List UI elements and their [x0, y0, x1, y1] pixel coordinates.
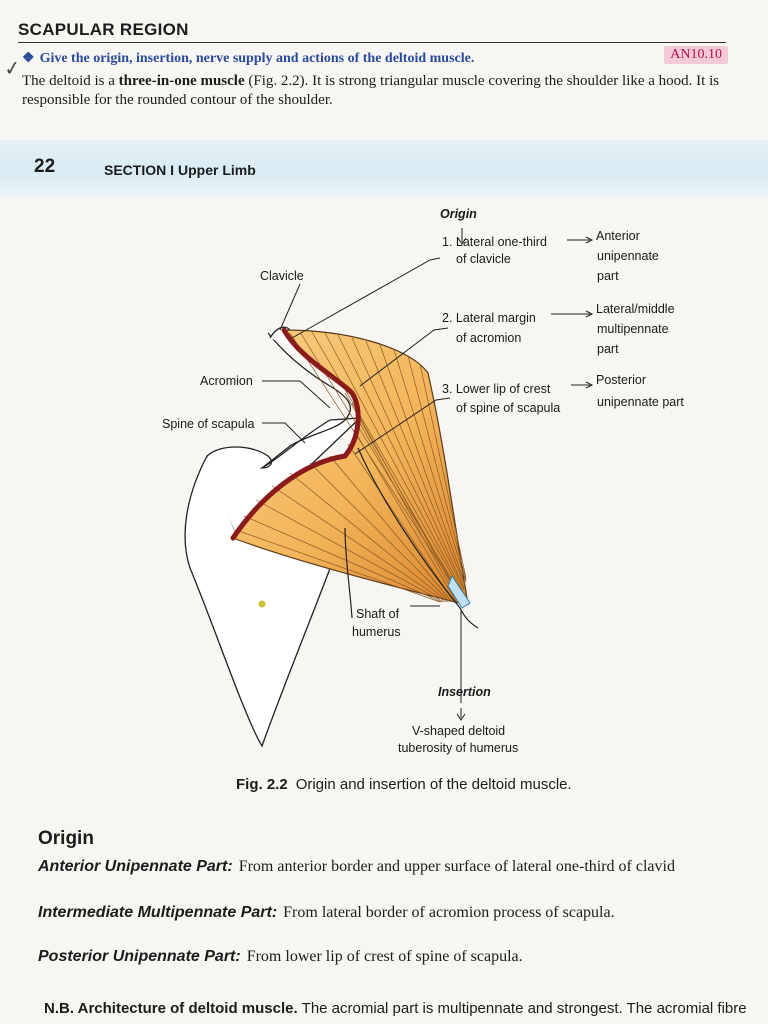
- part-1-label-1: Anterior: [596, 229, 640, 243]
- spine-of-scapula-label: Spine of scapula: [162, 417, 255, 431]
- question-line: ❖ Give the origin, insertion, nerve suppl…: [22, 46, 728, 67]
- page-number: 22: [34, 156, 56, 177]
- part-2-label-2: multipennate: [597, 322, 669, 336]
- origin-1-label-1: 1. Lateral one-third: [442, 235, 547, 249]
- origin-row-posterior: Posterior Unipennate Part: From lower lip…: [38, 948, 768, 966]
- part-2-label-1: Lateral/middle: [596, 302, 675, 316]
- muscle-fibres: [235, 331, 467, 603]
- acromion-label: Acromion: [200, 374, 253, 388]
- origin-row-text: From anterior border and upper surface o…: [238, 858, 675, 875]
- figure-number: Fig. 2.2: [236, 776, 288, 793]
- origin-row-term: Anterior Unipennate Part:: [38, 858, 233, 875]
- stray-mark: [258, 600, 266, 608]
- insertion-title: Insertion: [438, 685, 491, 699]
- nb-text: The acromial part is multipennate and st…: [301, 1000, 747, 1017]
- origin-row-term: Posterior Unipennate Part:: [38, 948, 241, 965]
- check-mark-icon: ✓: [2, 56, 23, 82]
- section-name: Upper Limb: [178, 162, 256, 178]
- intro-text-end: (Fig. 2.2). It is strong triangular musc…: [22, 73, 720, 108]
- part-2-label-3: part: [597, 342, 619, 356]
- deltoid-illustration: [184, 228, 594, 748]
- question-text: Give the origin, insertion, nerve supply…: [39, 51, 475, 66]
- figure-caption: Fig. 2.2 Origin and insertion of the delt…: [236, 776, 572, 793]
- part-3-label-1: Posterior: [596, 373, 647, 387]
- nb-bold-title: N.B. Architecture of deltoid muscle.: [44, 1000, 298, 1017]
- nb-paragraph: N.B. Architecture of deltoid muscle.The …: [44, 1000, 768, 1017]
- origin-row-text: From lower lip of crest of spine of scap…: [246, 948, 523, 965]
- competency-badge: AN10.10: [664, 46, 728, 64]
- origin-row-text: From lateral border of acromion process …: [283, 904, 615, 921]
- origin-2-label-1: 2. Lateral margin: [442, 311, 536, 325]
- leader-lines: [262, 228, 594, 721]
- origin-title: Origin: [440, 207, 477, 221]
- figure-caption-text: Origin and insertion of the deltoid musc…: [295, 776, 572, 793]
- origin-3-label-2: of spine of scapula: [456, 401, 561, 415]
- origin-heading: Origin: [38, 828, 94, 849]
- insertion-label-1: V-shaped deltoid: [412, 724, 506, 738]
- origin-row-intermediate: Intermediate Multipennate Part: From late…: [38, 904, 768, 922]
- heading-divider: [18, 42, 726, 43]
- part-1-label-3: part: [597, 269, 619, 283]
- diamond-bullet-icon: ❖: [22, 51, 35, 66]
- clavicle-label: Clavicle: [260, 269, 304, 283]
- acromion-shape: [261, 332, 352, 469]
- part-3-label-2: unipennate part: [597, 395, 684, 409]
- shaft-label-1: Shaft of: [356, 607, 400, 621]
- section-title: SCAPULAR REGION: [18, 20, 189, 39]
- intro-paragraph: The deltoid is a three-in-one muscle (Fi…: [22, 72, 734, 110]
- section-label: SECTION I: [104, 162, 175, 178]
- insertion-tip: [447, 574, 471, 609]
- page-header-band: [0, 140, 768, 198]
- part-1-label-2: unipennate: [597, 249, 659, 263]
- intro-bold-term: three-in-one muscle: [118, 73, 245, 89]
- humerus-shaft: [357, 447, 479, 629]
- deltoid-figure: Origin 1. Lateral one-third of clavicle …: [0, 198, 768, 810]
- origin-row-term: Intermediate Multipennate Part:: [38, 904, 278, 921]
- origin-attachment-band: [230, 327, 361, 541]
- origin-1-label-2: of clavicle: [456, 252, 511, 266]
- insertion-label-2: tuberosity of humerus: [398, 741, 519, 755]
- humerus-shaft-inner: [344, 527, 353, 619]
- origin-3-label-1: 3. Lower lip of crest: [442, 382, 551, 396]
- shaft-label-2: humerus: [352, 625, 401, 639]
- origin-row-anterior: Anterior Unipennate Part: From anterior b…: [38, 858, 768, 876]
- intro-text-start: The deltoid is a: [22, 73, 119, 89]
- origin-2-label-2: of acromion: [456, 331, 522, 345]
